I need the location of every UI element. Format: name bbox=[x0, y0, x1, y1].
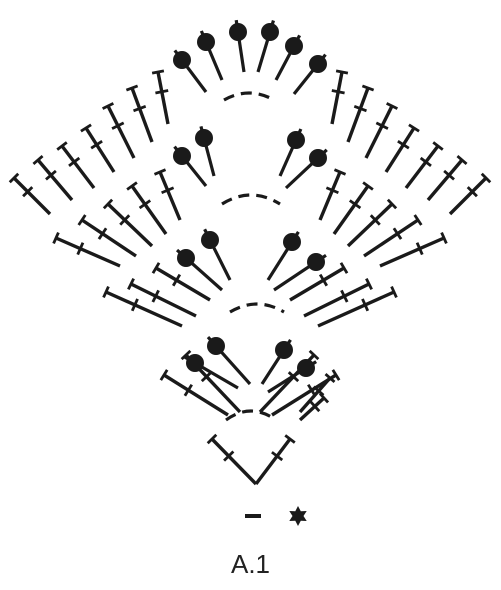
double-crochet-symbol bbox=[254, 434, 296, 486]
double-crochet-symbol bbox=[448, 172, 492, 216]
bobble-symbol bbox=[256, 20, 279, 73]
double-crochet-symbol bbox=[127, 277, 197, 318]
double-crochet-symbol bbox=[426, 155, 468, 202]
double-crochet-symbol bbox=[363, 214, 423, 258]
bobble-symbol bbox=[201, 228, 232, 281]
bobble-symbol bbox=[229, 19, 247, 73]
bobble-symbol bbox=[278, 128, 305, 177]
double-crochet-symbol bbox=[102, 285, 183, 328]
bobble-symbol bbox=[284, 148, 328, 190]
bobble-symbol bbox=[260, 339, 293, 385]
chain-space-arc bbox=[223, 91, 275, 102]
magic-ring-star-icon bbox=[289, 506, 307, 526]
double-crochet-symbol bbox=[77, 214, 137, 258]
chart-title: A.1 bbox=[230, 549, 271, 579]
double-crochet-symbol bbox=[159, 369, 229, 417]
bobble-symbol bbox=[292, 53, 327, 95]
double-crochet-symbol bbox=[126, 181, 168, 235]
double-crochet-symbol bbox=[384, 123, 420, 173]
bobble-symbol bbox=[274, 34, 303, 81]
double-crochet-symbol bbox=[379, 231, 448, 268]
bobble-symbol bbox=[206, 335, 252, 386]
double-crochet-symbol bbox=[317, 285, 398, 328]
bobble-symbol bbox=[183, 354, 239, 390]
double-crochet-symbol bbox=[102, 102, 136, 159]
double-crochet-symbol bbox=[346, 198, 398, 248]
bobble-symbol bbox=[173, 145, 208, 187]
double-crochet-symbol bbox=[153, 168, 182, 221]
double-crochet-symbol bbox=[206, 433, 258, 486]
bobble-symbol bbox=[266, 230, 301, 281]
chain-space-arc bbox=[221, 193, 281, 206]
double-crochet-symbol bbox=[151, 262, 211, 302]
double-crochet-symbol bbox=[52, 231, 121, 268]
chain-space-arc bbox=[229, 302, 285, 314]
double-crochet-symbol bbox=[80, 123, 116, 173]
double-crochet-symbol bbox=[289, 262, 349, 302]
double-crochet-symbol bbox=[346, 84, 375, 143]
double-crochet-symbol bbox=[330, 69, 349, 125]
bobble-symbol bbox=[175, 248, 224, 292]
bobble-symbol bbox=[273, 253, 327, 292]
double-crochet-symbol bbox=[151, 69, 170, 125]
double-crochet-symbol bbox=[8, 172, 52, 216]
bobble-symbol bbox=[195, 125, 216, 177]
double-crochet-symbol bbox=[56, 141, 96, 190]
double-crochet-symbol bbox=[404, 141, 444, 190]
double-crochet-symbol bbox=[125, 84, 154, 143]
double-crochet-symbol bbox=[298, 392, 330, 422]
double-crochet-symbol bbox=[318, 168, 347, 221]
bobble-symbol bbox=[267, 359, 318, 394]
chain-space-arc bbox=[225, 409, 277, 422]
double-crochet-symbol bbox=[102, 198, 154, 248]
double-crochet-symbol bbox=[32, 155, 74, 202]
bobble-symbol bbox=[173, 49, 208, 93]
double-crochet-symbol bbox=[364, 102, 398, 159]
bobble-symbol bbox=[197, 30, 224, 81]
double-crochet-symbol bbox=[303, 277, 373, 318]
double-crochet-symbol bbox=[332, 181, 374, 235]
